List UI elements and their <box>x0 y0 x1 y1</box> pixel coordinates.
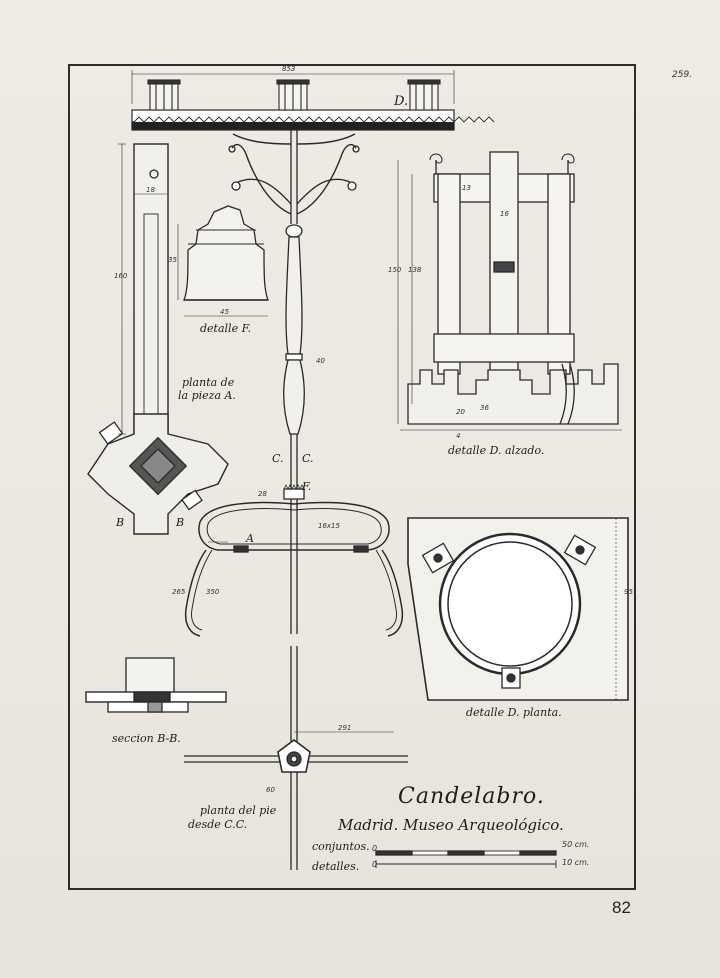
piece-a-plan <box>87 143 229 535</box>
scale-sets-value: 50 cm. <box>562 840 590 849</box>
plate-number: 259. <box>672 70 693 80</box>
top-candle-bar <box>131 70 495 131</box>
scale-details-label: detalles. <box>312 860 360 873</box>
mark-b-right: B <box>176 516 185 529</box>
label-detail-d-plan: detalle D. planta. <box>466 706 562 719</box>
dim-top-width: 853 <box>282 65 296 73</box>
dim-piece-width: 18 <box>146 186 155 194</box>
dim-elev-w1: 13 <box>462 184 471 192</box>
label-piece-plan-2: la pieza A. <box>178 389 236 402</box>
detail-f <box>177 205 269 317</box>
mark-f: F. <box>302 480 312 493</box>
section-b-b <box>85 657 227 713</box>
foot-plan <box>184 646 408 870</box>
plate-frame <box>68 64 636 890</box>
dim-elev-w5: 4 <box>456 432 461 440</box>
dim-piece-height: 160 <box>114 272 128 280</box>
scale-zero-2: 0 <box>372 860 378 869</box>
label-detail-d-elevation: detalle D. alzado. <box>448 444 545 457</box>
mark-b-left: B <box>116 516 125 529</box>
dim-foot-height: 265 <box>172 588 186 596</box>
mark-a: A <box>246 532 254 545</box>
dim-ring: 28 <box>258 490 267 498</box>
page-number: 82 <box>612 898 631 917</box>
label-foot-plan-1: planta del pie <box>200 804 277 817</box>
label-detail-d-top: D. <box>394 94 409 109</box>
dim-detail-f-width: 45 <box>220 308 229 316</box>
dim-elev-height-a: 150 <box>388 266 402 274</box>
dim-foot-inner: 350 <box>206 588 220 596</box>
scale-details-value: 10 cm. <box>562 858 590 867</box>
dim-elev-w3: 20 <box>456 408 465 416</box>
foot-elevation <box>184 501 404 637</box>
scale-bars <box>375 850 557 868</box>
label-section-bb: seccion B-B. <box>112 732 181 745</box>
label-piece-plan-1: planta de <box>182 376 235 389</box>
dim-bar-size: 16x15 <box>318 522 340 530</box>
dim-elev-height-b: 138 <box>408 266 422 274</box>
scale-sets-label: conjuntos. <box>312 840 370 853</box>
dim-elev-w2: 16 <box>500 210 509 218</box>
mark-c-left: C. <box>272 452 284 465</box>
label-detail-f: detalle F. <box>200 322 251 335</box>
mark-c-right: C. <box>302 452 314 465</box>
technical-drawing <box>85 70 629 870</box>
dim-foot-arm: 291 <box>338 724 352 732</box>
plate-title: Candelabro. <box>398 784 545 809</box>
detail-d-elevation <box>397 151 622 431</box>
dim-plan-height: 95 <box>624 588 633 596</box>
dim-foot-angle: 60 <box>266 786 275 794</box>
scale-zero-1: 0 <box>372 844 378 853</box>
detail-d-plan <box>407 517 629 701</box>
dim-elev-w4: 36 <box>480 404 489 412</box>
dim-shaft-dia: 40 <box>316 357 325 365</box>
central-shaft <box>228 130 360 634</box>
plate-location: Madrid. Museo Arqueológico. <box>338 816 564 834</box>
label-foot-plan-2: desde C.C. <box>188 818 248 831</box>
dim-detail-f-height: 35 <box>168 256 177 264</box>
